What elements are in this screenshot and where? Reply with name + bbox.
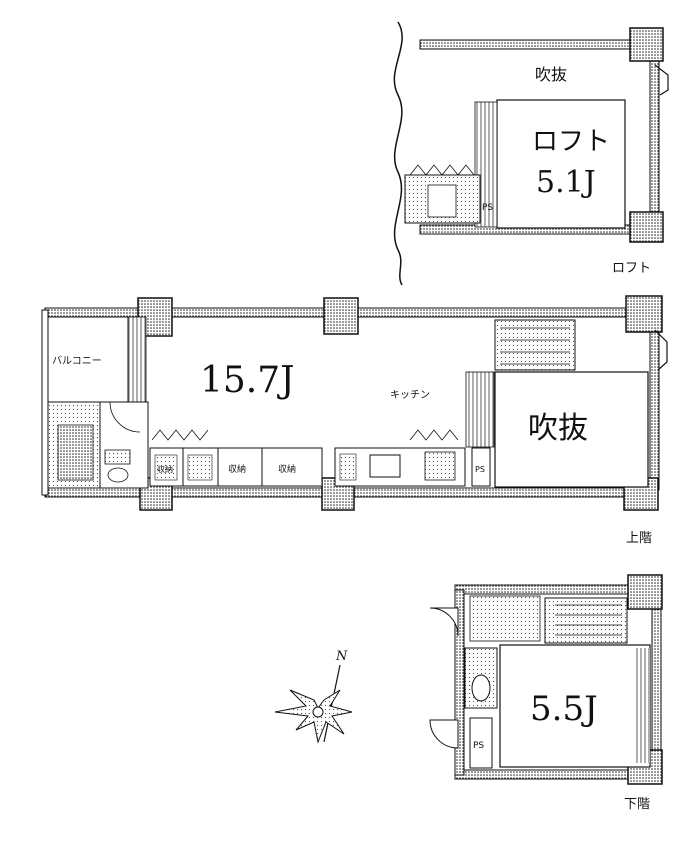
loft-top-wall <box>419 39 643 50</box>
upper-right-wall <box>649 324 660 491</box>
living-railing <box>151 429 209 441</box>
lower-right-wall <box>651 599 662 761</box>
kitchen-label: キッチン <box>390 389 430 401</box>
upper-floor-caption: 上階 <box>626 531 652 546</box>
lower-room <box>499 644 651 768</box>
lower-entry-door <box>429 607 459 637</box>
loft-column-top <box>629 27 664 62</box>
lower-ps-label: PS <box>473 741 484 751</box>
upper-floor-plan: バルコニー 収納 収納 収納 15.7J キッチン PS 吹抜 上階 <box>41 295 668 546</box>
lower-room-size: 5.5J <box>530 689 598 729</box>
compass-rose: N <box>274 649 353 744</box>
living-room-size: 15.7J <box>200 360 295 401</box>
compass-north-label: N <box>335 649 348 664</box>
upper-column-3 <box>625 295 663 333</box>
balcony-label: バルコニー <box>52 355 102 367</box>
storage-label-2: 収納 <box>278 463 296 475</box>
loft-room-outline <box>496 99 626 229</box>
loft-column-bottom <box>629 211 664 243</box>
compass-star <box>274 689 353 744</box>
upper-void-label: 吹抜 <box>528 411 588 446</box>
lower-column-top <box>627 574 663 610</box>
kitchen-sink <box>369 454 401 478</box>
kitchen-railing <box>409 429 459 441</box>
upper-stair <box>494 319 576 371</box>
upper-window <box>654 329 668 371</box>
lower-bottom-wall <box>454 769 636 780</box>
lower-floor-caption: 下階 <box>624 797 650 812</box>
loft-railing <box>409 164 475 176</box>
upper-ps-box <box>471 447 491 487</box>
upper-void <box>494 371 649 488</box>
balcony <box>47 316 129 403</box>
wash-basin <box>107 467 129 483</box>
storage-row <box>149 447 323 487</box>
upper-ladder-area <box>465 371 495 448</box>
loft-ps-label: PS <box>482 203 493 213</box>
loft-room-size: 5.1J <box>536 165 596 200</box>
loft-room-name: ロフト <box>532 127 610 157</box>
storage-label-3: 収納 <box>157 464 173 474</box>
kitchen-stove <box>424 451 456 481</box>
upper-left-wall <box>41 309 49 496</box>
loft-plan: 吹抜 ロフト 5.1J PS ロフト <box>393 21 669 286</box>
storage-label-1: 収納 <box>228 463 246 475</box>
lower-top-wall <box>454 584 636 595</box>
lower-ps-box <box>469 717 493 769</box>
upper-column-2 <box>323 297 359 335</box>
bath-door-swing <box>109 401 141 433</box>
upper-ps-label: PS <box>475 465 485 474</box>
loft-void-label: 吹抜 <box>535 65 567 84</box>
loft-break-line <box>393 21 403 286</box>
lower-side-door <box>429 719 459 749</box>
lower-left-wall <box>454 589 465 776</box>
toilet <box>471 674 491 702</box>
loft-floor-caption: ロフト <box>612 261 651 276</box>
lower-floor-plan: PS 5.5J 下階 <box>429 574 663 812</box>
lower-stair <box>544 597 628 644</box>
loft-window <box>654 64 669 96</box>
